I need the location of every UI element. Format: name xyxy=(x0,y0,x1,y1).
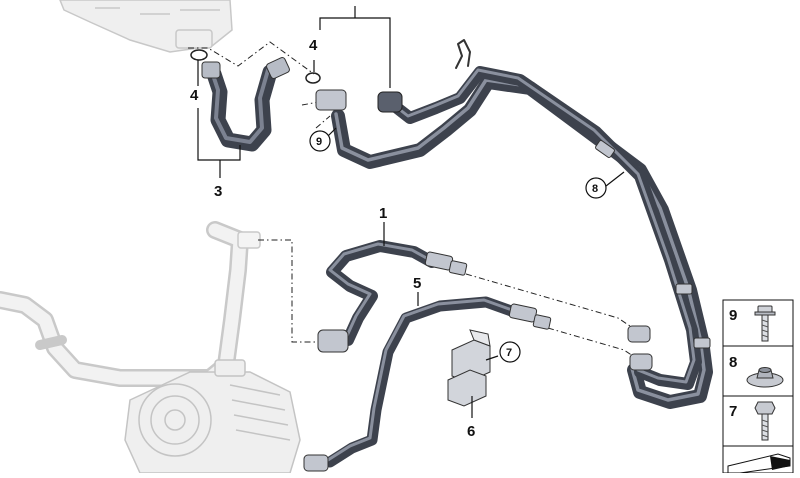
alternator-ghost xyxy=(124,359,301,474)
callout-4-top: 4 xyxy=(309,37,318,54)
callout-7-circle: 7 xyxy=(499,341,521,363)
callout-5: 5 xyxy=(413,275,421,292)
hose-part-5 xyxy=(303,296,552,472)
panel-row-8: 8 xyxy=(729,354,784,388)
callout-8-circle: 8 xyxy=(585,177,607,199)
hose-part-8 xyxy=(305,39,713,409)
callout-1: 1 xyxy=(379,205,387,222)
hose-part-1 xyxy=(317,240,468,353)
callout-6: 6 xyxy=(467,423,475,440)
callout-7: 7 xyxy=(506,347,512,359)
direction-arrow-icon xyxy=(727,453,791,474)
bracket-clip-part-6 xyxy=(447,329,491,407)
hex-bolt-icon xyxy=(754,401,776,441)
callout-3: 3 xyxy=(214,183,222,200)
callout-labels: 4 4 3 1 5 6 9 8 7 xyxy=(190,37,607,440)
hose-part-3 xyxy=(190,49,290,152)
nut-washer-icon xyxy=(746,367,784,388)
panel-number-9: 9 xyxy=(729,307,737,324)
callout-8: 8 xyxy=(592,183,598,195)
callout-9: 9 xyxy=(316,136,322,148)
panel-row-9: 9 xyxy=(729,305,776,342)
coolant-pipe-ghost xyxy=(0,221,261,387)
panel-row-7: 7 xyxy=(729,401,776,441)
flanged-bolt-icon xyxy=(754,305,776,342)
callout-4-left: 4 xyxy=(190,87,199,104)
panel-number-8: 8 xyxy=(729,354,737,371)
panel-number-7: 7 xyxy=(729,403,737,420)
engine-block-ghost xyxy=(59,0,233,53)
parts-panel: 9 8 7 xyxy=(722,299,794,474)
callout-9-circle: 9 xyxy=(309,130,331,152)
callout-leaders xyxy=(197,6,625,418)
